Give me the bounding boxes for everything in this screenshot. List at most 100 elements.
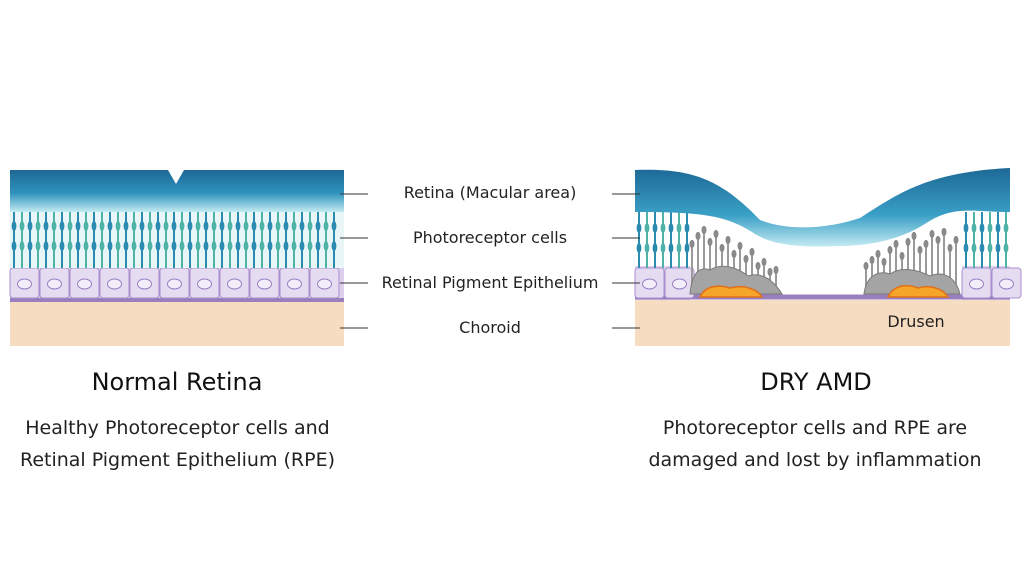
photoreceptor-body	[43, 221, 49, 231]
photoreceptor-body	[331, 221, 337, 231]
rpe-nucleus	[137, 278, 152, 290]
damaged-photoreceptor-tip	[917, 246, 923, 254]
damaged-photoreceptor-tip	[929, 230, 935, 238]
damaged-photoreceptor-tip	[923, 240, 929, 248]
rpe-nucleus	[167, 278, 182, 290]
photoreceptor-body	[1003, 223, 1009, 233]
photoreceptor-body	[291, 221, 297, 231]
rpe-cells	[634, 267, 1022, 299]
rpe-nucleus	[77, 278, 92, 290]
photoreceptor-body	[195, 241, 201, 251]
rpe-nucleus	[227, 278, 242, 290]
photoreceptor-body	[211, 221, 217, 231]
photoreceptor-body	[668, 243, 674, 253]
rpe-nucleus	[969, 278, 984, 290]
damaged-photoreceptor-tip	[713, 230, 719, 238]
photoreceptor-body	[644, 223, 650, 233]
photoreceptor-body	[235, 241, 241, 251]
label-choroid: Choroid	[459, 318, 521, 337]
rpe-nucleus	[257, 278, 272, 290]
photoreceptor-body	[187, 221, 193, 231]
photoreceptor-body	[155, 221, 161, 231]
damaged-photoreceptor-tip	[701, 226, 707, 234]
photoreceptor-body	[171, 241, 177, 251]
damaged-photoreceptor-tip	[773, 266, 779, 274]
damaged-photoreceptor-tip	[947, 244, 953, 252]
photoreceptor-body	[684, 223, 690, 233]
rpe-nucleus	[47, 278, 62, 290]
label-photoreceptor-cells: Photoreceptor cells	[412, 228, 568, 247]
photoreceptor-body	[67, 241, 73, 251]
damaged-photoreceptor-tip	[881, 258, 887, 266]
damaged-photoreceptor-tip	[707, 238, 713, 246]
normal-retina-illustration	[9, 170, 344, 346]
photoreceptor-body	[307, 221, 313, 231]
damaged-photoreceptor-tip	[941, 228, 947, 236]
normal-retina-title: Normal Retina	[91, 368, 263, 396]
rpe-nucleus	[107, 278, 122, 290]
photoreceptor-body	[75, 241, 81, 251]
photoreceptor-body	[315, 221, 321, 231]
photoreceptor-body	[652, 243, 658, 253]
damaged-photoreceptor-tip	[893, 240, 899, 248]
photoreceptor-body	[35, 241, 41, 251]
photoreceptor-body	[11, 241, 17, 251]
photoreceptor-body	[267, 221, 273, 231]
photoreceptor-body	[299, 241, 305, 251]
label-retinal-pigment-epithelium: Retinal Pigment Epithelium	[381, 273, 599, 292]
drusen-deposit	[698, 285, 764, 298]
photoreceptor-body	[83, 221, 89, 231]
photoreceptor-body	[660, 243, 666, 253]
damaged-photoreceptor-tip	[935, 236, 941, 244]
photoreceptor-body	[219, 241, 225, 251]
damaged-photoreceptor-tip	[731, 250, 737, 258]
damaged-photoreceptor-tip	[743, 255, 749, 263]
damaged-photoreceptor-tip	[767, 268, 773, 276]
photoreceptor-body	[83, 241, 89, 251]
photoreceptor-body	[267, 241, 273, 251]
photoreceptor-body	[179, 241, 185, 251]
damaged-photoreceptor-tip	[689, 240, 695, 248]
photoreceptor-body	[227, 241, 233, 251]
normal-desc-line2: Retinal Pigment Epithelium (RPE)	[19, 449, 336, 471]
photoreceptor-body	[243, 221, 249, 231]
damaged-photoreceptor-tip	[863, 262, 869, 270]
photoreceptor-body	[155, 241, 161, 251]
photoreceptor-body	[163, 241, 169, 251]
damaged-photoreceptor-tip	[887, 246, 893, 254]
photoreceptor-body	[107, 241, 113, 251]
photoreceptor-body	[291, 241, 297, 251]
damaged-photoreceptor-tip	[719, 244, 725, 252]
photoreceptor-body	[676, 223, 682, 233]
normal-retina-description: Healthy Photoreceptor cells and Retinal …	[0, 412, 355, 476]
choroid-layer	[10, 300, 344, 346]
amd-desc-line1: Photoreceptor cells and RPE are	[662, 417, 968, 439]
photoreceptor-body	[75, 221, 81, 231]
photoreceptor-body	[19, 241, 25, 251]
damaged-photoreceptor-tip	[869, 256, 875, 264]
photoreceptor-body	[195, 221, 201, 231]
photoreceptor-body	[636, 223, 642, 233]
damaged-photoreceptor-tip	[725, 236, 731, 244]
rpe-nucleus	[999, 278, 1014, 290]
rpe-nucleus	[287, 278, 302, 290]
photoreceptor-body	[307, 241, 313, 251]
photoreceptor-body	[115, 241, 121, 251]
photoreceptor-body	[27, 241, 33, 251]
photoreceptor-body	[987, 243, 993, 253]
photoreceptor-body	[211, 241, 217, 251]
photoreceptor-body	[259, 241, 265, 251]
damaged-photoreceptor-tip	[899, 252, 905, 260]
photoreceptor-body	[987, 223, 993, 233]
photoreceptor-body	[147, 241, 153, 251]
drusen-deposit	[886, 285, 950, 298]
photoreceptor-body	[963, 223, 969, 233]
photoreceptor-body	[995, 243, 1001, 253]
photoreceptor-body	[652, 223, 658, 233]
photoreceptor-body	[107, 221, 113, 231]
photoreceptor-body	[259, 221, 265, 231]
photoreceptor-body	[995, 223, 1001, 233]
photoreceptor-body	[331, 241, 337, 251]
photoreceptor-body	[179, 221, 185, 231]
